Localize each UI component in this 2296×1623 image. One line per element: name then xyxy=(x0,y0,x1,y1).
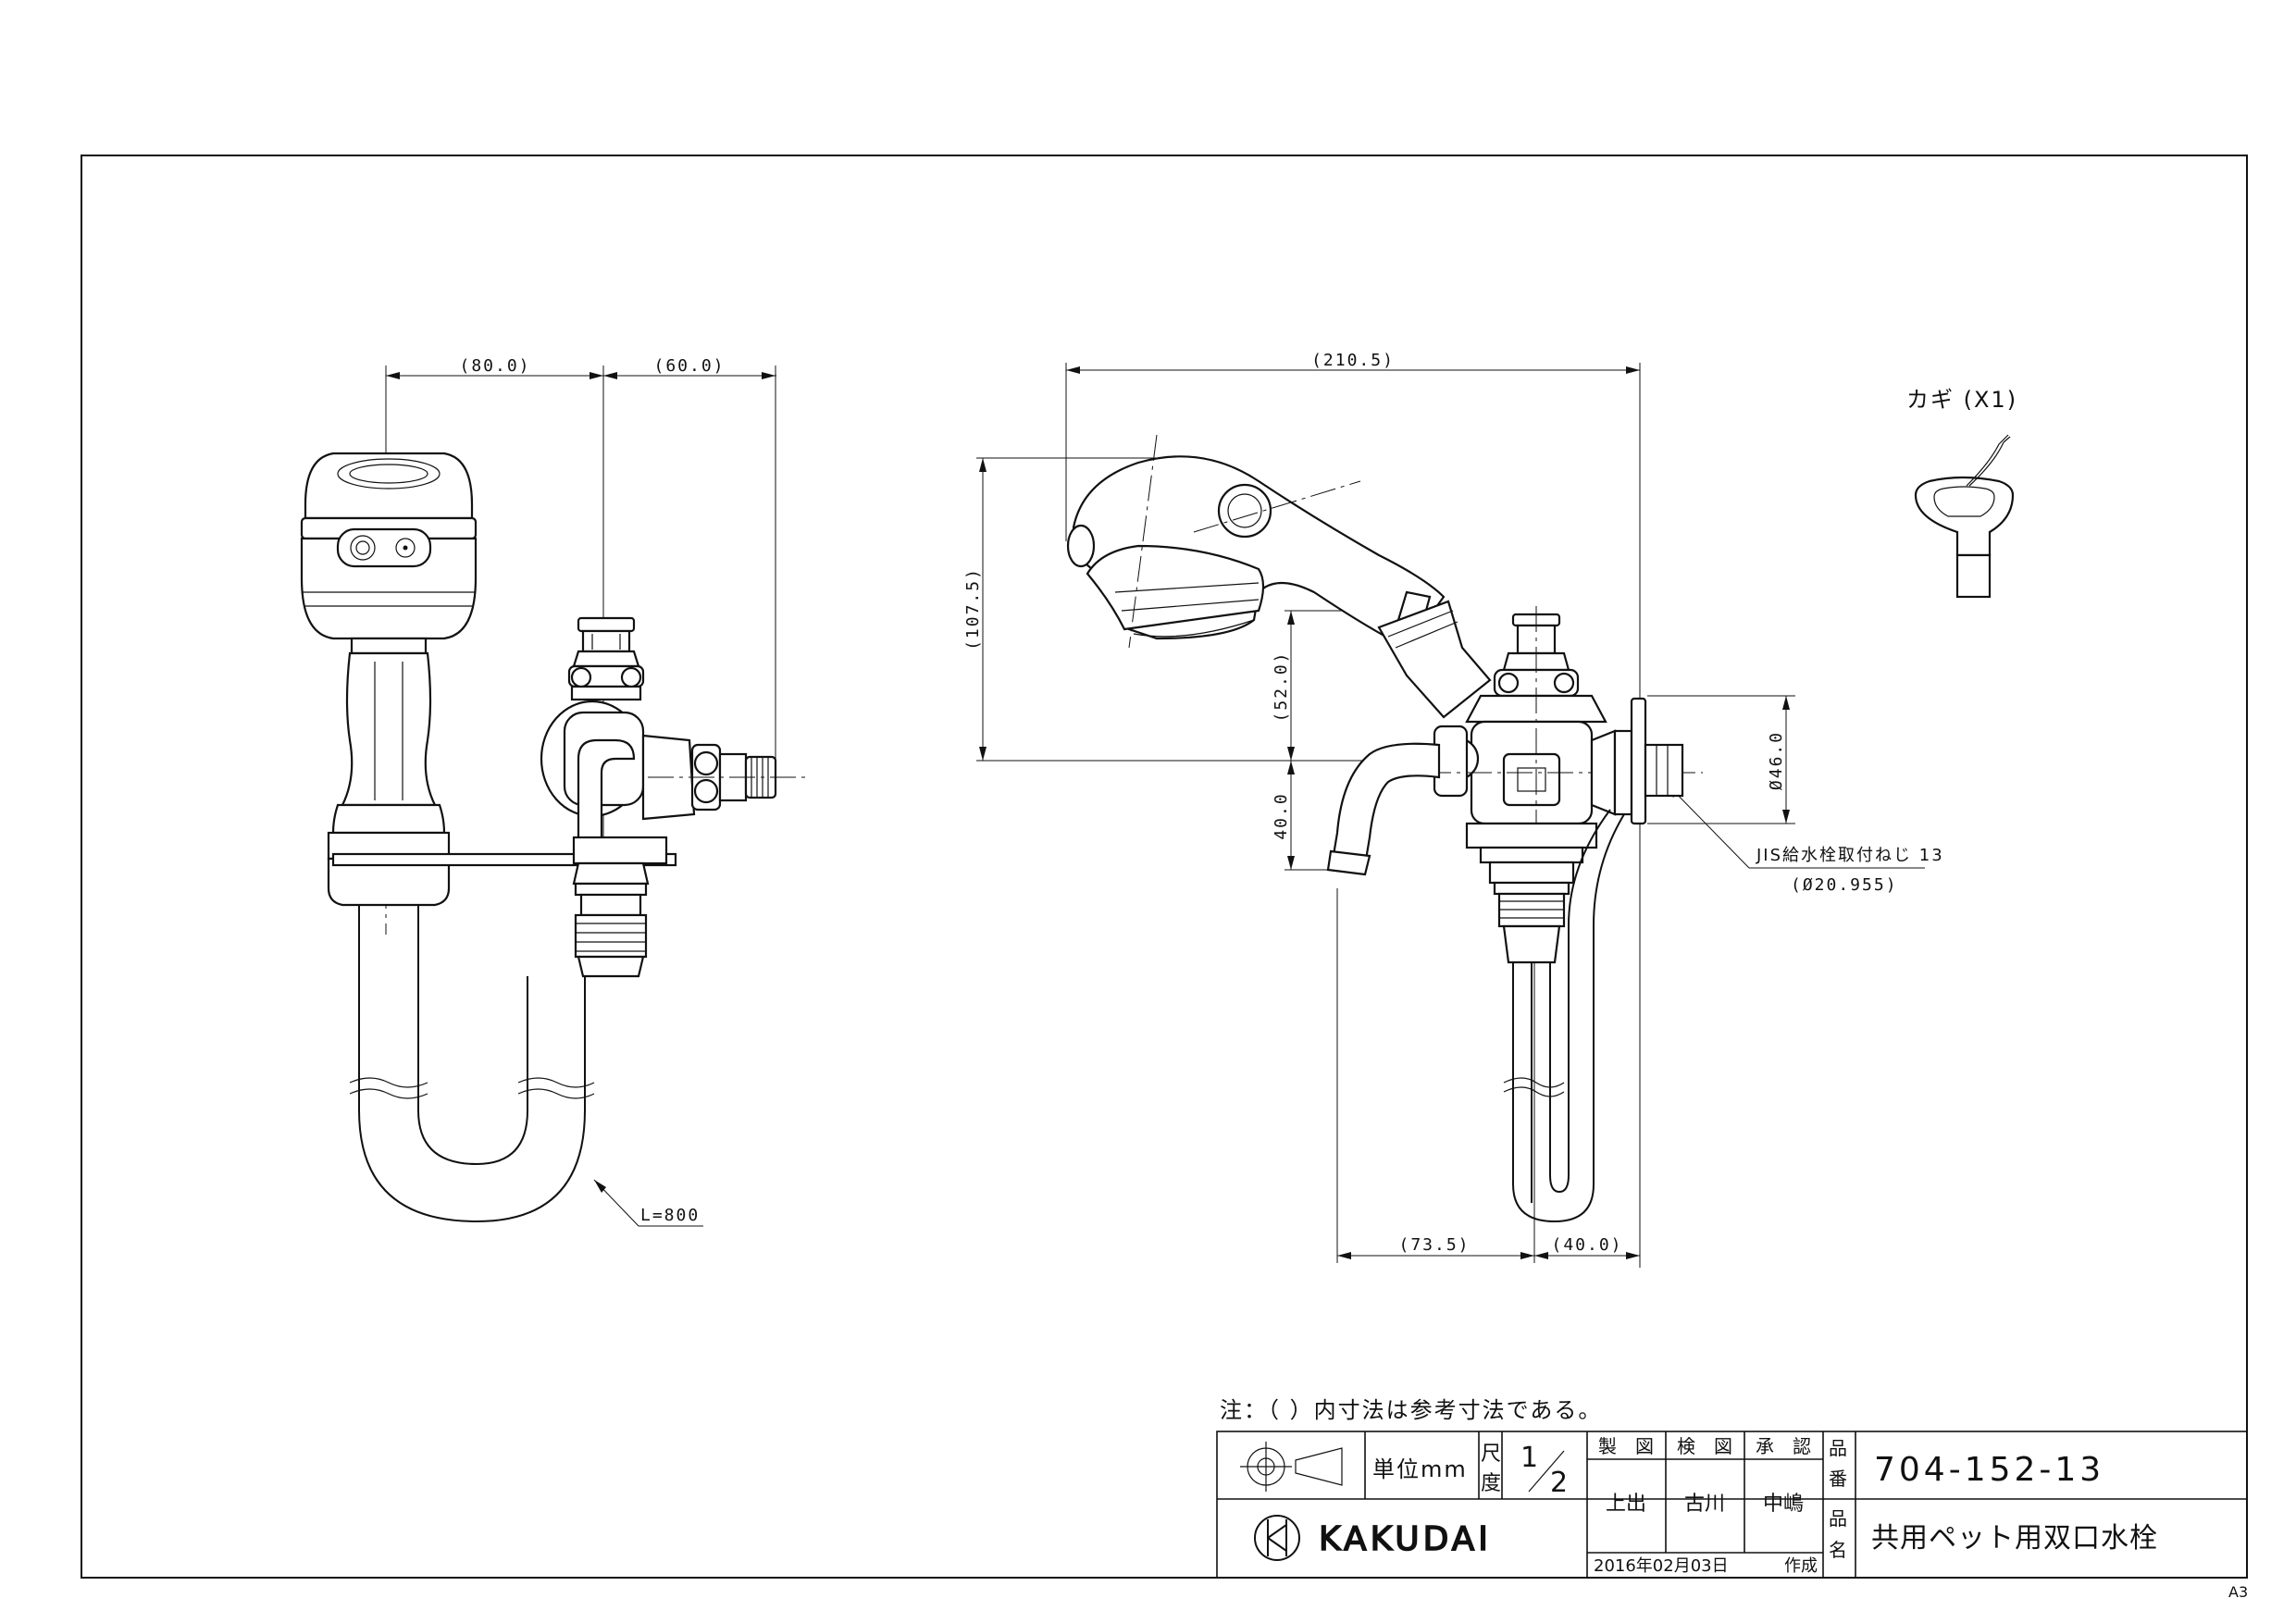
thread-diameter: (Ø20.955) xyxy=(1791,875,1898,895)
part-no-label-top: 品 xyxy=(1829,1437,1847,1459)
side-view: (210.5) (107.5) (52.0) 40.0 Ø46.0 JIS給水栓… xyxy=(963,351,1944,1268)
dim-front-right: (60.0) xyxy=(653,356,725,376)
name-label-top: 品 xyxy=(1829,1507,1847,1530)
projection-symbol xyxy=(1240,1442,1343,1492)
key-drawing: カギ (X1) xyxy=(1906,387,2017,599)
reference-dimension-note: 注：（ ）内寸法は参考寸法である。 xyxy=(1220,1397,1602,1423)
drawing-frame xyxy=(81,155,2248,1579)
product-name: 共用ペット用双口水栓 xyxy=(1871,1522,2158,1555)
dim-side-bottom-right: (40.0) xyxy=(1551,1235,1622,1255)
drafter-name: 上出 xyxy=(1606,1493,1646,1516)
kakudai-logo-icon xyxy=(1254,1515,1300,1561)
thread-note: JIS給水栓取付ねじ 13 xyxy=(1756,846,1944,865)
scale-numerator: 1 xyxy=(1520,1442,1538,1474)
dim-front-left: (80.0) xyxy=(459,356,530,376)
dim-side-bottom-left: (73.5) xyxy=(1398,1235,1470,1255)
scale-label-top: 尺 xyxy=(1481,1443,1501,1466)
header-approved: 承 認 xyxy=(1756,1435,1811,1457)
scale-denominator: 2 xyxy=(1550,1467,1568,1499)
company-name: KAKUDAI xyxy=(1319,1520,1492,1558)
front-view: (80.0) (60.0) xyxy=(300,356,805,1227)
part-no-label-bottom: 番 xyxy=(1829,1468,1847,1490)
dim-side-lower-height: 40.0 xyxy=(1272,792,1291,839)
dim-flange-diameter: Ø46.0 xyxy=(1767,731,1786,790)
name-label-bottom: 名 xyxy=(1829,1539,1847,1561)
dim-side-total-width: (210.5) xyxy=(1311,351,1395,370)
created-label: 作成 xyxy=(1784,1556,1818,1576)
scale-label-bottom: 度 xyxy=(1481,1472,1501,1495)
dim-side-total-height: (107.5) xyxy=(963,567,983,650)
sheet-size: A3 xyxy=(2228,1583,2248,1601)
part-number: 704-152-13 xyxy=(1874,1451,2104,1489)
hose-length-label: L=800 xyxy=(640,1206,700,1225)
key-label: カギ (X1) xyxy=(1906,387,2017,413)
dim-side-upper-height: (52.0) xyxy=(1272,650,1291,722)
unit-label: 単位mm xyxy=(1372,1456,1468,1482)
checker-name: 古川 xyxy=(1684,1493,1725,1516)
header-checked: 検 図 xyxy=(1677,1435,1732,1457)
created-date: 2016年02月03日 xyxy=(1594,1556,1729,1576)
header-drafted: 製 図 xyxy=(1598,1435,1654,1457)
title-block: 単位mm 尺 度 1 2 製 図 検 図 承 認 上出 古川 中嶋 品 番 70… xyxy=(1216,1431,2248,1579)
approver-name: 中嶋 xyxy=(1763,1493,1804,1516)
